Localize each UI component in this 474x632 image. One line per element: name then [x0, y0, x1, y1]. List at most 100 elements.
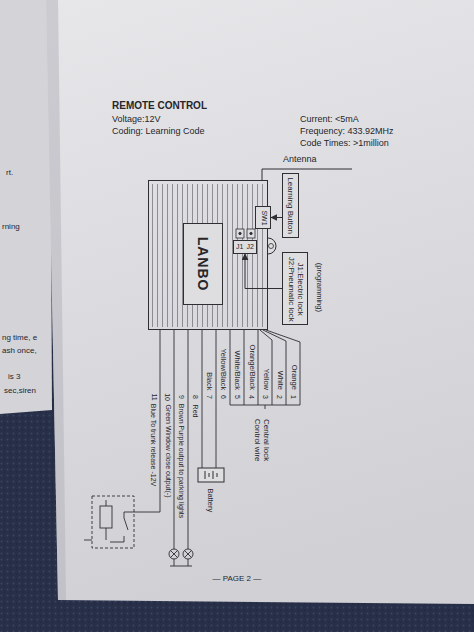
- wire-label: Blue To trunk release -12V: [149, 404, 157, 486]
- jumper-j2: [247, 229, 255, 238]
- title: REMOTE CONTROL: [112, 100, 207, 112]
- part-label: Battery: [206, 488, 215, 512]
- pointer-arrow: [245, 254, 282, 289]
- wire-label: Brown Purple output to parking lights: [177, 404, 185, 518]
- node-text-group: SW1: [259, 210, 267, 225]
- manual-page: [46, 0, 474, 604]
- parking-lamps: [169, 549, 193, 566]
- jumper-j1: [236, 229, 244, 238]
- pin-number: 7: [205, 395, 213, 399]
- page-number: — PAGE 2 —: [213, 574, 262, 583]
- lamp-ground: [170, 559, 192, 566]
- page-fragment: is 3: [8, 372, 20, 381]
- wire-7: [216, 330, 217, 468]
- node-text-group: J1:Electric lockJ2:Pneumatic lock: [286, 256, 304, 321]
- relay-dashed-box: [92, 496, 134, 548]
- central-lock-bracket: [230, 405, 300, 409]
- page-fragment: sec,siren: [4, 386, 36, 395]
- receiver-module: AntennaLANBOSW1J1J2: [148, 180, 268, 330]
- pin-number: 9: [177, 395, 185, 399]
- pin-number: 1: [289, 395, 297, 399]
- pin-number: 5: [233, 395, 241, 399]
- jumper-note-box: J1:Electric lockJ2:Pneumatic lock: [282, 252, 308, 325]
- module-fins: [151, 184, 265, 327]
- battery-plates: [205, 471, 217, 479]
- wire-label: Black: [205, 372, 214, 390]
- jumper-block: J1J2: [233, 240, 257, 254]
- pin-number: 10: [163, 393, 171, 401]
- node-label: Learning Button: [286, 177, 295, 234]
- jumper-pins: [236, 229, 255, 238]
- wire-label: Yellow: [261, 369, 270, 390]
- wire-label: Green Window close output(-): [163, 404, 171, 497]
- jumper-pin: [239, 232, 241, 234]
- relay-output: [84, 540, 92, 541]
- node-text-group: Learning Button: [286, 177, 295, 234]
- group-label: Central lock Control wire: [253, 412, 271, 468]
- left-page: [0, 0, 52, 414]
- page-fold-shadow: [46, 0, 66, 600]
- mounting-hole: [269, 244, 274, 249]
- pin-number: 11: [149, 393, 157, 400]
- page-fragment: ng time, e: [2, 333, 37, 342]
- page-fragment: ash once,: [2, 346, 37, 355]
- pin-number: 4: [247, 395, 255, 399]
- pin-number: 3: [261, 395, 269, 399]
- spec-text: Code Times: >1million: [300, 138, 389, 148]
- node-label: J2: [246, 243, 253, 251]
- wire-8: [202, 330, 203, 468]
- node-text-group: Antenna: [283, 154, 317, 164]
- pin-number: 6: [219, 395, 227, 399]
- node-text-group: LANBO: [195, 237, 211, 292]
- switch-sw1: SW1: [255, 206, 271, 229]
- page-fragment: rning: [2, 222, 20, 231]
- spec-text: Voltage:12V: [112, 114, 161, 124]
- wire-label: White: [275, 371, 284, 390]
- relay-coil: [100, 506, 112, 528]
- node-text-group: J1J2: [236, 243, 254, 251]
- wire-label: Orange/Black: [247, 345, 256, 390]
- battery-symbol: [198, 468, 224, 482]
- wire-11: [134, 330, 160, 512]
- node-label: J2:Pneumatic lock: [286, 256, 295, 321]
- battery-case: [198, 468, 224, 482]
- spec-text: Coding: Learning Code: [112, 126, 205, 136]
- brand-panel: LANBO: [183, 223, 223, 305]
- wire-4: [258, 330, 259, 405]
- node-label: J1:Electric lock: [295, 262, 304, 315]
- node-label: J1: [236, 243, 243, 251]
- learning-button-box: Learning Button: [282, 173, 299, 238]
- note-text: (programming): [314, 262, 323, 311]
- harness-wires: [134, 330, 300, 549]
- pointer-arrow: [271, 217, 282, 218]
- spec-text: Frequency: 433.92MHz: [300, 126, 394, 136]
- pin-number: 8: [191, 395, 199, 399]
- wire-3: [260, 330, 272, 405]
- wire-label: White/Black: [232, 350, 241, 390]
- lamp-cross: [171, 551, 192, 558]
- antenna-wire: [262, 169, 352, 180]
- wire-label: Yellow/Black: [219, 348, 228, 390]
- node-label: Antenna: [283, 154, 317, 164]
- wire-label: Orange: [289, 365, 298, 390]
- node-label: LANBO: [195, 237, 211, 292]
- spec-text: Current: <5mA: [300, 114, 359, 124]
- wire-1: [266, 330, 300, 405]
- wire-label: Red: [191, 404, 199, 417]
- wire-2: [263, 330, 286, 405]
- jumper-pin: [250, 232, 252, 234]
- relay-contacts: [106, 500, 134, 542]
- trunk-relay: [84, 496, 134, 548]
- mounting-ear: [268, 238, 276, 254]
- pin-number: 2: [275, 395, 283, 399]
- wire-5: [244, 330, 245, 405]
- wire-6: [230, 330, 231, 405]
- page-fragment: rt.: [6, 168, 13, 177]
- wire-10: [174, 330, 175, 549]
- wire-9: [188, 330, 189, 549]
